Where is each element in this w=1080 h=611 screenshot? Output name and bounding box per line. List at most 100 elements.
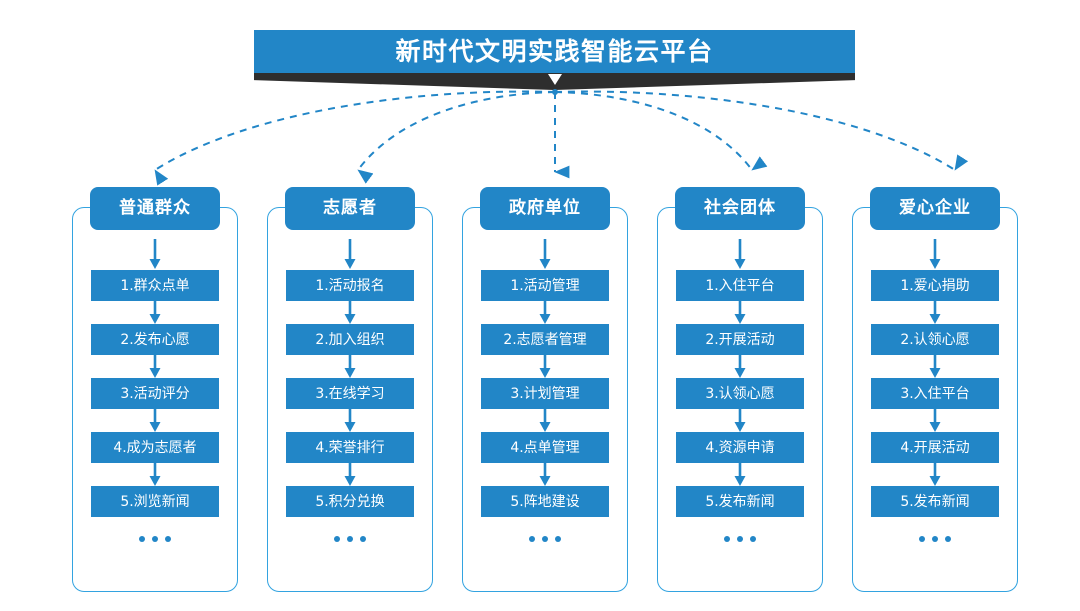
- column-header-label: 爱心企业: [899, 198, 971, 218]
- arrow-down-icon: [344, 409, 356, 432]
- flow-step[interactable]: 5.阵地建设: [481, 486, 609, 517]
- flow-step-label: 5.积分兑换: [315, 493, 385, 510]
- flow-step[interactable]: 3.计划管理: [481, 378, 609, 409]
- flow-step-label: 4.资源申请: [705, 439, 775, 456]
- flow-step[interactable]: 1.群众点单: [91, 270, 219, 301]
- column-items: 1.群众点单 2.发布心愿 3.活动评分 4.成为志愿者 5.浏览新闻: [91, 270, 219, 542]
- page-title: 新时代文明实践智能云平台: [395, 37, 714, 66]
- flow-step-label: 5.发布新闻: [900, 493, 970, 510]
- flow-step-label: 5.浏览新闻: [120, 493, 190, 510]
- ellipsis-dot: [139, 536, 145, 542]
- arrow-down-icon: [344, 355, 356, 378]
- flow-step[interactable]: 2.发布心愿: [91, 324, 219, 355]
- column-header-3[interactable]: 政府单位: [480, 187, 610, 230]
- arrow-down-icon: [734, 301, 746, 324]
- flow-step-label: 3.认领心愿: [705, 385, 775, 402]
- flow-step[interactable]: 5.浏览新闻: [91, 486, 219, 517]
- arrow-down-icon: [929, 355, 941, 378]
- flow-step[interactable]: 5.发布新闻: [676, 486, 804, 517]
- arrow-down-icon: [734, 463, 746, 486]
- flow-step[interactable]: 3.在线学习: [286, 378, 414, 409]
- column-items: 1.活动管理 2.志愿者管理 3.计划管理 4.点单管理 5.阵地建设: [481, 270, 609, 542]
- flow-step[interactable]: 2.认领心愿: [871, 324, 999, 355]
- role-column: 爱心企业 1.爱心捐助 2.认领心愿 3.入住平台 4.开展活动 5.发布新闻: [852, 187, 1018, 593]
- more-items-ellipsis: [919, 536, 951, 542]
- flow-step[interactable]: 5.积分兑换: [286, 486, 414, 517]
- flow-step[interactable]: 1.入住平台: [676, 270, 804, 301]
- column-items: 1.活动报名 2.加入组织 3.在线学习 4.荣誉排行 5.积分兑换: [286, 270, 414, 542]
- arrow-down-icon: [734, 355, 746, 378]
- role-column: 普通群众 1.群众点单 2.发布心愿 3.活动评分 4.成为志愿者 5.浏览新闻: [72, 187, 238, 593]
- flow-step-label: 1.群众点单: [120, 277, 190, 294]
- flow-step-label: 2.发布心愿: [120, 331, 190, 348]
- arrow-down-icon: [929, 463, 941, 486]
- ellipsis-dot: [724, 536, 730, 542]
- arrow-down-icon: [539, 355, 551, 378]
- column-header-label: 社会团体: [704, 198, 776, 218]
- arrow-down-icon: [149, 463, 161, 486]
- arrow-down-icon: [344, 301, 356, 324]
- chevron-down-icon: [548, 74, 562, 85]
- flow-step-label: 2.开展活动: [705, 331, 775, 348]
- connector-to-col-4: [554, 91, 768, 171]
- ellipsis-dot: [529, 536, 535, 542]
- flow-step[interactable]: 2.开展活动: [676, 324, 804, 355]
- more-items-ellipsis: [139, 536, 171, 542]
- flow-step-label: 3.计划管理: [510, 385, 580, 402]
- ellipsis-dot: [555, 536, 561, 542]
- flow-step[interactable]: 1.活动报名: [286, 270, 414, 301]
- flow-step[interactable]: 4.成为志愿者: [91, 432, 219, 463]
- more-items-ellipsis: [529, 536, 561, 542]
- arrow-down-icon: [149, 409, 161, 432]
- ellipsis-dot: [152, 536, 158, 542]
- flow-step[interactable]: 4.点单管理: [481, 432, 609, 463]
- column-header-4[interactable]: 社会团体: [675, 187, 805, 230]
- column-header-label: 普通群众: [119, 198, 191, 218]
- arrow-down-icon: [734, 409, 746, 432]
- more-items-ellipsis: [724, 536, 756, 542]
- flow-step-label: 3.活动评分: [120, 385, 190, 402]
- flow-step-label: 2.认领心愿: [900, 331, 970, 348]
- flow-step-label: 1.爱心捐助: [900, 277, 970, 294]
- flow-step[interactable]: 1.活动管理: [481, 270, 609, 301]
- column-header-2[interactable]: 志愿者: [285, 187, 415, 230]
- flow-step-label: 4.成为志愿者: [113, 439, 197, 456]
- flow-step[interactable]: 2.志愿者管理: [481, 324, 609, 355]
- flow-step-label: 4.开展活动: [900, 439, 970, 456]
- flow-step[interactable]: 3.入住平台: [871, 378, 999, 409]
- flow-step-label: 4.荣誉排行: [315, 439, 385, 456]
- flow-step[interactable]: 4.资源申请: [676, 432, 804, 463]
- arrow-down-icon: [929, 239, 941, 269]
- arrow-down-icon: [149, 355, 161, 378]
- column-header-5[interactable]: 爱心企业: [870, 187, 1000, 230]
- arrow-down-icon: [149, 301, 161, 324]
- ellipsis-dot: [932, 536, 938, 542]
- flow-step[interactable]: 4.开展活动: [871, 432, 999, 463]
- more-items-ellipsis: [334, 536, 366, 542]
- role-columns: 普通群众 1.群众点单 2.发布心愿 3.活动评分 4.成为志愿者 5.浏览新闻 志愿者 1.…: [0, 187, 1080, 593]
- arrow-down-icon: [539, 239, 551, 269]
- arrow-down-icon: [344, 239, 356, 269]
- flow-step[interactable]: 4.荣誉排行: [286, 432, 414, 463]
- flow-step[interactable]: 5.发布新闻: [871, 486, 999, 517]
- connector-to-col-2: [357, 91, 556, 184]
- connector-to-col-5: [554, 90, 969, 171]
- column-header-1[interactable]: 普通群众: [90, 187, 220, 230]
- flow-step[interactable]: 3.活动评分: [91, 378, 219, 409]
- ellipsis-dot: [919, 536, 925, 542]
- arrow-down-icon: [539, 301, 551, 324]
- column-header-label: 政府单位: [509, 198, 581, 218]
- flow-step-label: 5.发布新闻: [705, 493, 775, 510]
- column-header-label: 志愿者: [323, 198, 377, 218]
- flow-step-label: 2.志愿者管理: [503, 331, 587, 348]
- ellipsis-dot: [750, 536, 756, 542]
- role-column: 志愿者 1.活动报名 2.加入组织 3.在线学习 4.荣誉排行 5.积分兑换: [267, 187, 433, 593]
- flow-step[interactable]: 3.认领心愿: [676, 378, 804, 409]
- flow-step-label: 3.在线学习: [315, 385, 385, 402]
- ellipsis-dot: [360, 536, 366, 542]
- flow-step-label: 5.阵地建设: [510, 493, 580, 510]
- flow-step[interactable]: 2.加入组织: [286, 324, 414, 355]
- role-column: 社会团体 1.入住平台 2.开展活动 3.认领心愿 4.资源申请 5.发布新闻: [657, 187, 823, 593]
- flow-step[interactable]: 1.爱心捐助: [871, 270, 999, 301]
